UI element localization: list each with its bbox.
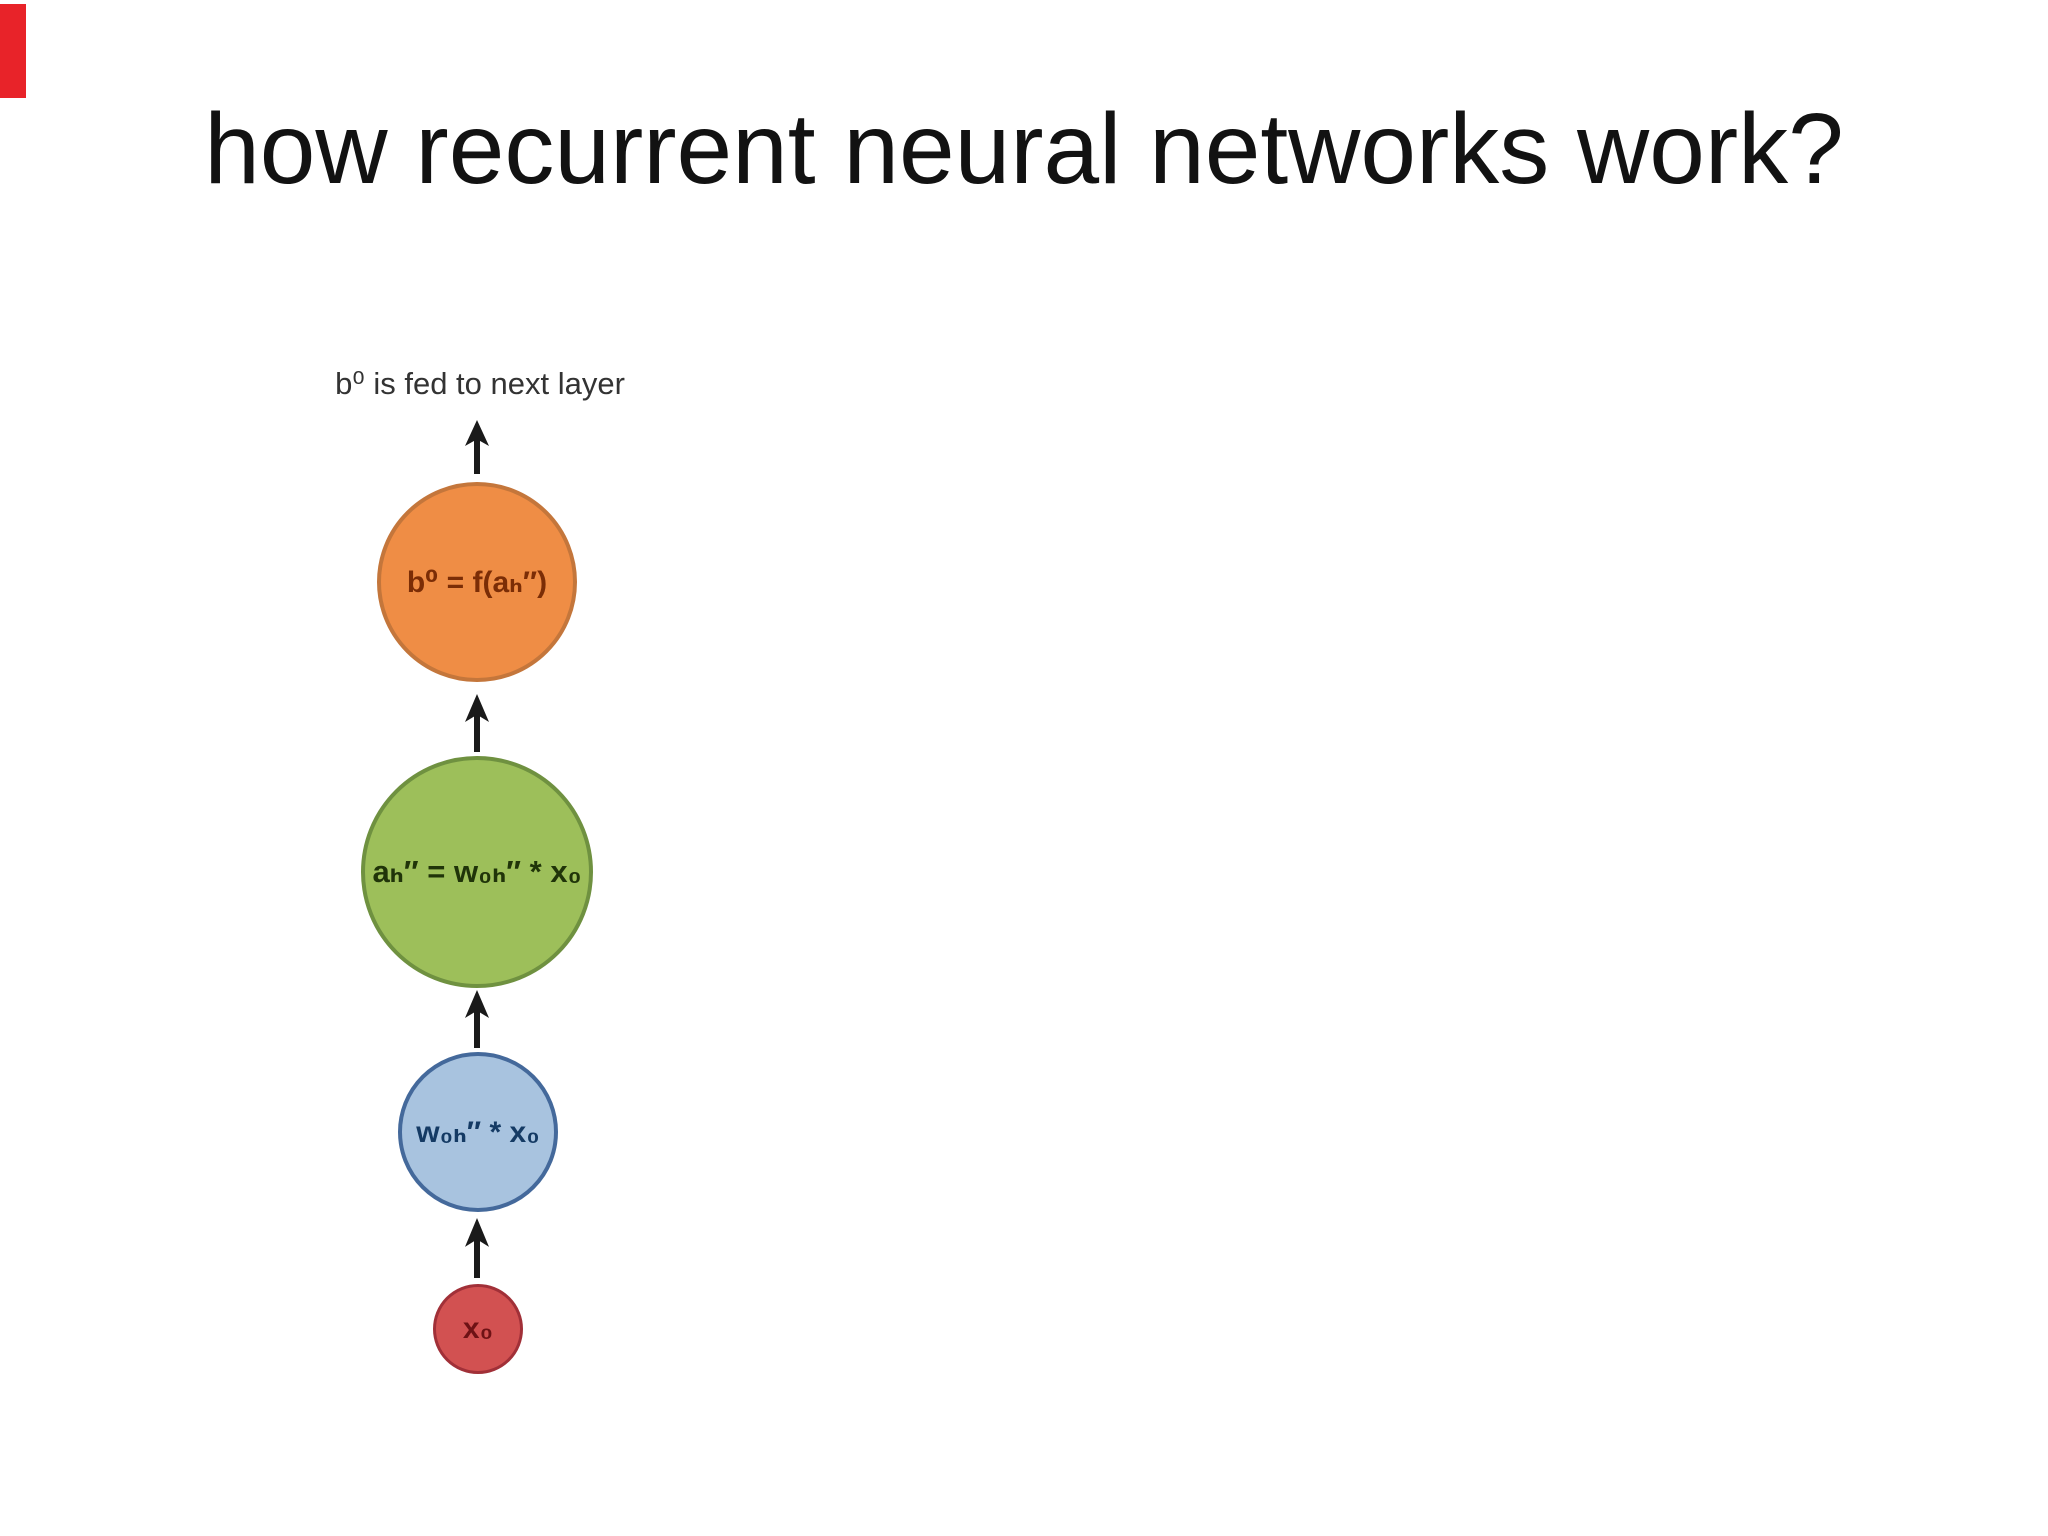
node-activation-ah: aₕ″ = w₀ₕ″ * x₀ xyxy=(361,756,593,988)
up-arrow-icon xyxy=(457,990,497,1048)
node-weighted-input-formula: w₀ₕ″ * x₀ xyxy=(416,1115,540,1149)
output-feeds-next-layer-label: b⁰ is fed to next layer xyxy=(335,366,625,401)
node-activation-formula: aₕ″ = w₀ₕ″ * x₀ xyxy=(372,854,582,889)
red-corner-mark xyxy=(0,4,26,98)
up-arrow-icon xyxy=(457,1218,497,1278)
node-input-label: x₀ xyxy=(462,1312,494,1345)
node-output-formula: b⁰ = f(aₕ″) xyxy=(406,565,548,599)
node-input-x0: x₀ xyxy=(433,1284,523,1374)
slide-title: how recurrent neural networks work? xyxy=(204,93,1844,205)
node-weighted-input: w₀ₕ″ * x₀ xyxy=(398,1052,558,1212)
up-arrow-icon xyxy=(457,694,497,752)
node-output-b0: b⁰ = f(aₕ″) xyxy=(377,482,577,682)
up-arrow-icon xyxy=(457,420,497,474)
